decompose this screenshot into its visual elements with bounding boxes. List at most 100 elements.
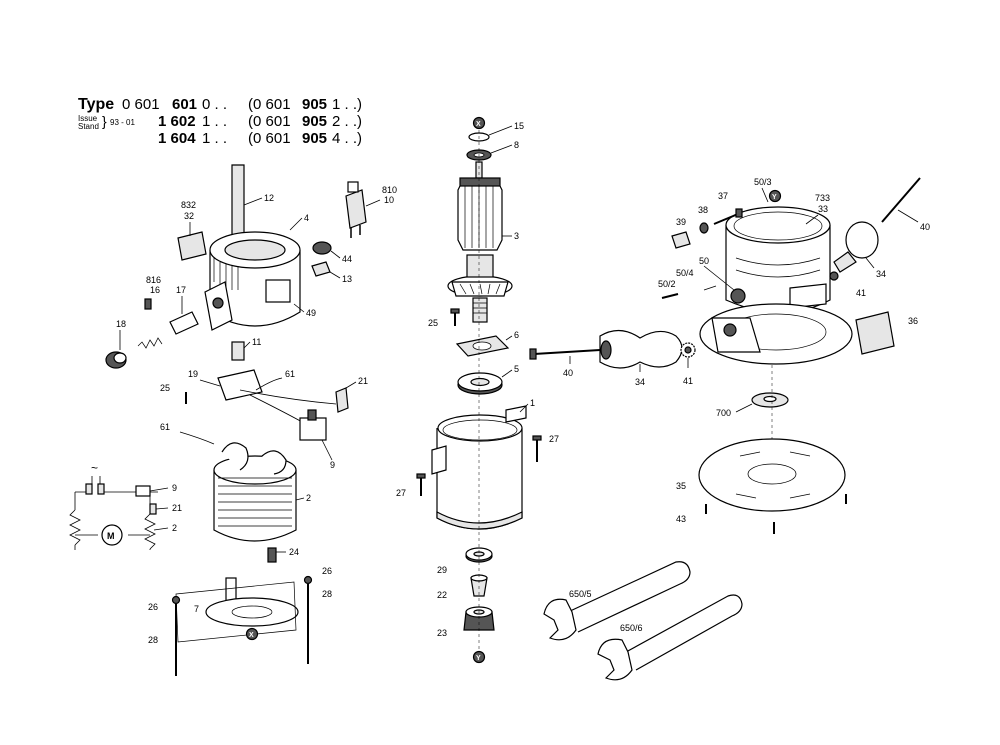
schematic-connector-right (97, 483, 105, 495)
part-17-brush-holder (169, 311, 199, 335)
label-40b: 40 (920, 222, 930, 232)
label-15: 15 (514, 121, 524, 131)
type-label: Type (78, 96, 115, 113)
leader-50-3 (761, 187, 769, 203)
wrenches: 650/5 650/6 (543, 561, 743, 681)
label-50-3: 50/3 (754, 177, 772, 187)
part-44-knob (312, 241, 332, 255)
part-32-label-plate (177, 231, 207, 261)
part-27-screw-left (416, 473, 426, 496)
part-38-washer (699, 222, 709, 234)
part-700-bore (763, 395, 777, 403)
type-alt-prefix-2: (0 601 (248, 113, 291, 130)
type-alt-suffix-2: 2 . .) (332, 113, 363, 130)
schematic-connector-21 (149, 503, 157, 515)
part-13-clamp (311, 261, 331, 277)
label-19: 19 (188, 369, 198, 379)
part-16-spring (137, 337, 163, 349)
baffle-outline (175, 581, 297, 643)
part-26-washer-left (171, 595, 181, 605)
label-2a: 2 (306, 493, 311, 503)
center-assembly: X 15 8 3 25 (396, 116, 559, 664)
leader-4 (289, 217, 303, 231)
label-49: 49 (306, 308, 316, 318)
schematic-top-bus (74, 491, 158, 510)
label-43: 43 (676, 514, 686, 524)
label-41a: 41 (683, 376, 693, 386)
part-5-bore (470, 377, 490, 387)
part-24-sleeve (267, 547, 277, 563)
label-22: 22 (437, 590, 447, 600)
part-50-knob (730, 288, 746, 304)
leader-34b (865, 257, 875, 269)
label-33: 33 (818, 204, 828, 214)
ref-y-right-text: Y (772, 194, 777, 201)
label-29: 29 (437, 565, 447, 575)
part-61-wire-top (255, 377, 283, 391)
type-prefix-1: 0 601 (122, 96, 160, 113)
label-25b: 25 (160, 383, 170, 393)
label-37: 37 (718, 191, 728, 201)
label-7: 7 (194, 604, 199, 614)
label-61b: 61 (160, 422, 170, 432)
ref-x-top-text: X (476, 121, 481, 128)
schematic-field-coil-right (144, 513, 156, 550)
issue-word: Issue (78, 114, 98, 123)
label-1: 1 (530, 398, 535, 408)
label-32: 32 (184, 211, 194, 221)
label-24: 24 (289, 547, 299, 557)
type-alt-code-3: 905 (302, 130, 328, 147)
part-650-5-wrench (543, 561, 691, 641)
type-code-1: 601 (172, 96, 198, 113)
label-44: 44 (342, 254, 352, 264)
reference-x-top (472, 116, 486, 130)
part-11-bushing (231, 341, 245, 361)
label-39: 39 (676, 217, 686, 227)
part-36-label (855, 311, 895, 355)
label-816: 816 (146, 275, 161, 285)
label-13: 13 (342, 274, 352, 284)
label-9a: 9 (330, 460, 335, 470)
issue-brace: } (102, 113, 107, 129)
type-suffix-3: 1 . . (202, 130, 228, 147)
part-40-bolt-left-head (529, 348, 537, 360)
type-alt-suffix-1: 1 . .) (332, 96, 363, 113)
type-code-3: 1 604 (158, 130, 196, 147)
leader-21b (155, 507, 169, 510)
part-39-wing-nut (671, 231, 691, 249)
label-36: 36 (908, 316, 918, 326)
schematic-motor-text: M (107, 531, 115, 541)
leader-2b (153, 527, 169, 531)
part-50-2-screw (661, 293, 679, 299)
type-suffix-2: 1 . . (202, 113, 228, 130)
type-alt-code-1: 905 (302, 96, 328, 113)
label-18: 18 (116, 319, 126, 329)
schematic-motor (101, 524, 123, 546)
wire-harness-1 (239, 389, 337, 405)
part-4-end-cap (204, 231, 301, 331)
label-700: 700 (716, 408, 731, 418)
part-16-brush (144, 298, 152, 310)
leader-2a (295, 497, 305, 501)
left-middle-assembly: 11 19 25 61 61 21 9 (148, 337, 368, 676)
label-61a: 61 (285, 369, 295, 379)
leader-40b (897, 209, 919, 223)
part-9-switch (299, 409, 327, 441)
ac-symbol: ~ (91, 461, 98, 475)
part-35-center-hole (747, 463, 797, 485)
part-34-handle-left-end (600, 340, 612, 360)
leader-9a (321, 439, 333, 461)
part-34-handle-right-base (833, 251, 857, 273)
type-code-2: 1 602 (158, 113, 196, 130)
label-21a: 21 (358, 376, 368, 386)
label-50-2: 50/2 (658, 279, 676, 289)
label-28a: 28 (148, 635, 158, 645)
leader-6 (505, 335, 513, 341)
leader-1 (519, 403, 529, 413)
leader-33 (805, 214, 819, 225)
label-5: 5 (514, 364, 519, 374)
label-4: 4 (304, 213, 309, 223)
label-34a: 34 (635, 377, 645, 387)
label-27b: 27 (396, 488, 406, 498)
